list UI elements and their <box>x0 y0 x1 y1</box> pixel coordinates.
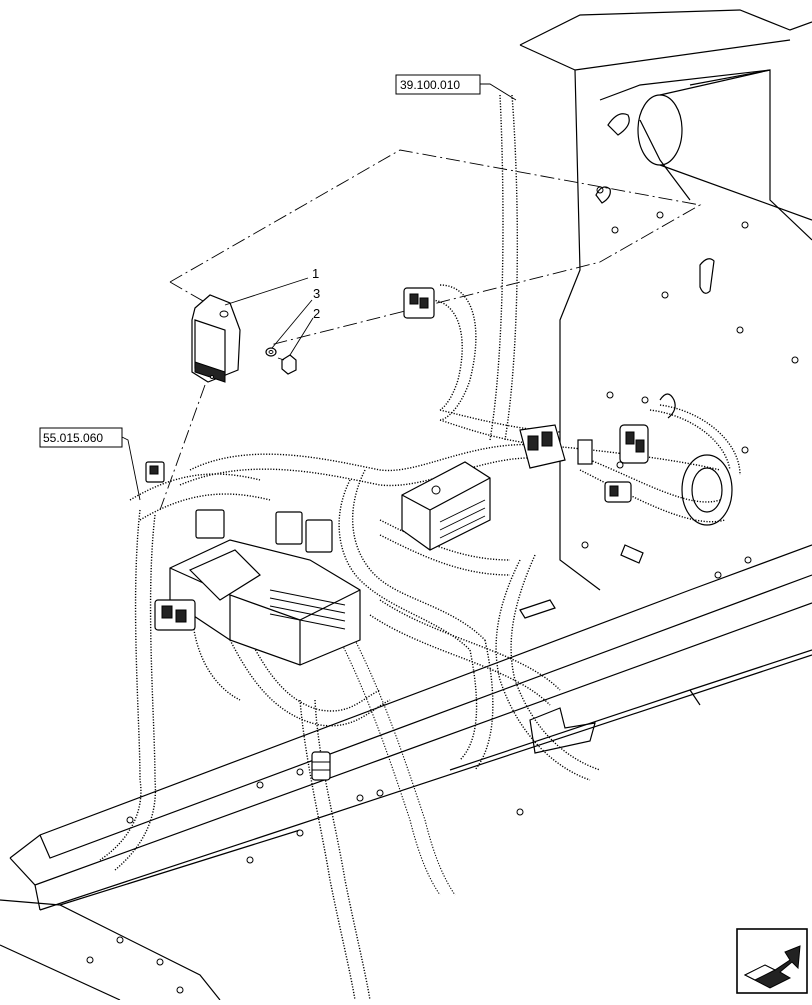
connector-center <box>519 424 593 469</box>
washer-part <box>265 347 277 357</box>
assembly-boundary <box>169 149 702 346</box>
callout-label-39: 39.100.010 <box>400 78 460 92</box>
wiring-harness <box>99 94 741 1001</box>
relay-blocks <box>145 461 333 553</box>
next-page-arrow-icon[interactable] <box>736 928 808 994</box>
upright-frame <box>519 9 812 754</box>
bolt-part <box>277 354 297 375</box>
chassis-rails <box>0 544 812 1001</box>
ecu-module-right <box>401 461 491 551</box>
part-number-2: 2 <box>313 306 320 321</box>
connector-upper <box>403 287 435 319</box>
cylinder-component <box>681 454 733 526</box>
callout-harness-chassis: 39.100.010 <box>395 74 517 101</box>
clamp-lower <box>311 751 331 781</box>
callout-harness-ecu: 55.015.060 <box>39 427 141 501</box>
part-number-1: 1 <box>312 266 319 281</box>
connector-small <box>604 481 632 503</box>
part-leaders <box>224 277 314 356</box>
part-number-3: 3 <box>313 286 320 301</box>
ecu-module-left <box>154 539 361 666</box>
bracket-part <box>191 294 241 383</box>
callout-label-55: 55.015.060 <box>43 431 103 445</box>
connector-right <box>619 393 676 464</box>
